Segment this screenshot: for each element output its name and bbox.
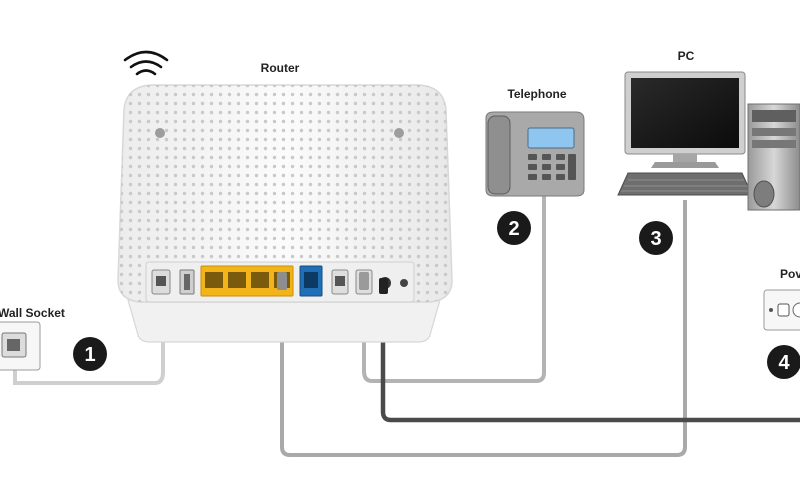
- telephone-device: [485, 111, 585, 197]
- label-power: Pov: [780, 267, 800, 281]
- lan-port-1: [205, 272, 223, 288]
- plug-power: [379, 278, 388, 294]
- pc-device: [617, 71, 800, 211]
- router-screw-left: [155, 128, 165, 138]
- pc-keyboard: [617, 172, 753, 196]
- svg-text:4: 4: [778, 352, 790, 374]
- plug-lan: [277, 272, 287, 290]
- svg-text:1: 1: [84, 344, 95, 366]
- svg-text:3: 3: [650, 228, 661, 250]
- lan-port-block: [200, 265, 294, 297]
- step-badge-1: 1: [73, 337, 107, 371]
- power-button: [400, 279, 408, 287]
- router-device: [117, 84, 453, 343]
- cable-telephone: [362, 196, 546, 383]
- telephone-screen: [527, 127, 575, 149]
- cable-wall-socket: [13, 304, 165, 385]
- svg-text:2: 2: [508, 218, 519, 240]
- label-wall-socket: Wall Socket: [0, 306, 65, 320]
- step-badge-2: 2: [497, 211, 531, 245]
- step-badge-4: 4: [767, 345, 800, 379]
- telephone-handset: [487, 115, 511, 195]
- label-router: Router: [261, 61, 300, 75]
- router-screw-right: [394, 128, 404, 138]
- wall-socket-device: [0, 321, 41, 371]
- pc-mouse: [753, 180, 775, 208]
- wifi-icon: [123, 50, 169, 76]
- lan-port-3: [251, 272, 269, 288]
- cable-power: [380, 290, 800, 423]
- cable-pc: [280, 200, 687, 457]
- plug-phone: [359, 272, 369, 290]
- power-outlet-device: [763, 289, 800, 331]
- label-telephone: Telephone: [507, 87, 566, 101]
- label-pc: PC: [678, 49, 695, 63]
- step-badge-3: 3: [639, 221, 673, 255]
- lan-port-2: [228, 272, 246, 288]
